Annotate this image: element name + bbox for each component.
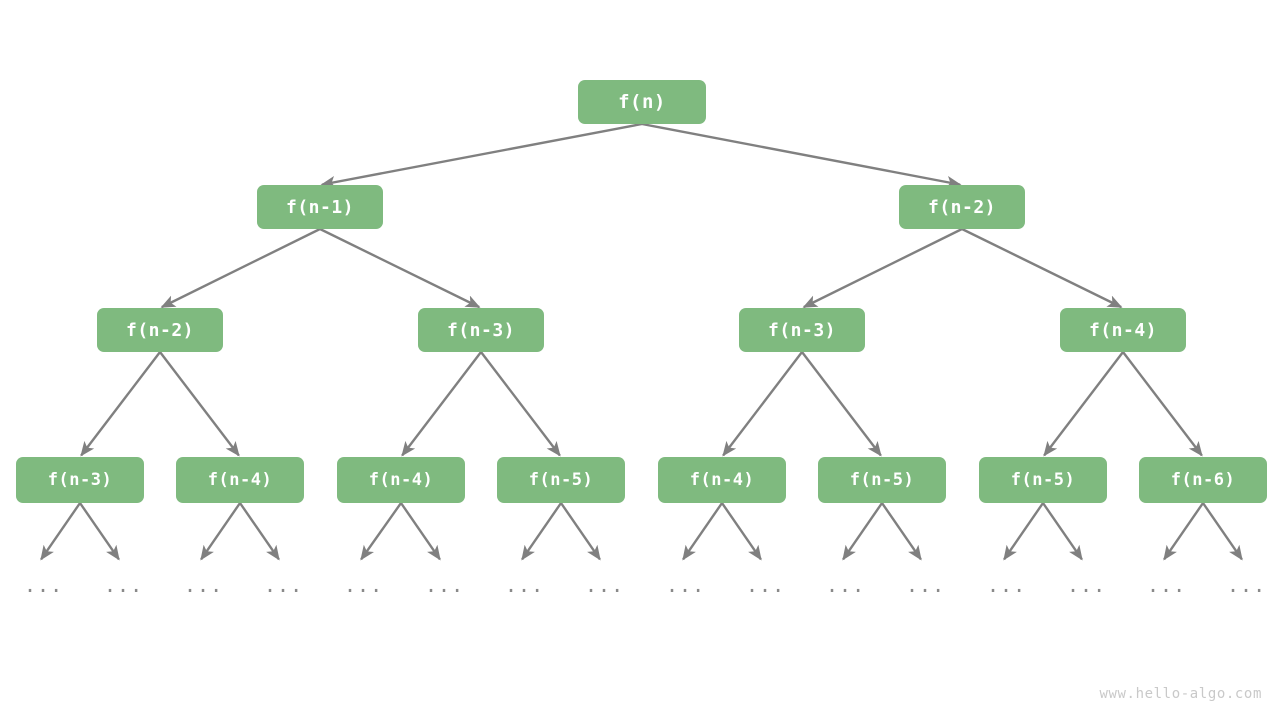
tree-node-n13: f(n-5) xyxy=(979,457,1107,503)
watermark: www.hello-algo.com xyxy=(1099,686,1262,702)
tree-edge-n9-ellipsis-5 xyxy=(400,502,441,561)
ellipsis-marker: ... xyxy=(505,573,545,597)
ellipsis-marker: ... xyxy=(104,573,144,597)
tree-node-n2: f(n-2) xyxy=(899,185,1025,229)
tree-edge-n11-ellipsis-9 xyxy=(721,502,762,561)
ellipsis-marker: ... xyxy=(987,573,1027,597)
tree-edge-n7-ellipsis-1 xyxy=(79,502,120,561)
tree-node-label: f(n-2) xyxy=(927,196,997,218)
tree-edge-n9-ellipsis-4 xyxy=(360,502,402,561)
tree-edge-n4-n9 xyxy=(401,351,482,457)
tree-edge-n5-n12 xyxy=(801,351,882,457)
tree-edge-n8-ellipsis-2 xyxy=(200,502,241,561)
tree-edge-n5-n11 xyxy=(722,351,803,457)
tree-node-n1: f(n-1) xyxy=(257,185,383,229)
tree-node-label: f(n-2) xyxy=(125,319,195,341)
tree-edge-n10-ellipsis-6 xyxy=(521,502,562,561)
ellipsis-marker: ... xyxy=(1227,573,1267,597)
ellipsis-marker: ... xyxy=(24,573,64,597)
tree-node-label: f(n-3) xyxy=(767,319,837,341)
tree-node-n4: f(n-3) xyxy=(418,308,544,352)
tree-edge-n0-n1 xyxy=(320,122,643,189)
tree-edge-n1-n3 xyxy=(160,227,321,309)
tree-node-label: f(n-4) xyxy=(689,470,755,490)
ellipsis-marker: ... xyxy=(826,573,866,597)
tree-node-label: f(n-6) xyxy=(1170,470,1236,490)
ellipsis-marker: ... xyxy=(746,573,786,597)
tree-node-label: f(n-4) xyxy=(1088,319,1158,341)
tree-node-label: f(n) xyxy=(618,91,666,113)
tree-node-n5: f(n-3) xyxy=(739,308,865,352)
tree-edge-n2-n6 xyxy=(961,227,1123,309)
ellipsis-marker: ... xyxy=(184,573,224,597)
tree-node-n10: f(n-5) xyxy=(497,457,625,503)
tree-edge-n13-ellipsis-12 xyxy=(1003,502,1044,561)
tree-node-label: f(n-5) xyxy=(1010,470,1076,490)
tree-node-label: f(n-1) xyxy=(285,196,355,218)
tree-node-label: f(n-5) xyxy=(849,470,915,490)
tree-node-n9: f(n-4) xyxy=(337,457,465,503)
tree-edge-n8-ellipsis-3 xyxy=(239,502,280,561)
tree-edge-n10-ellipsis-7 xyxy=(560,502,601,561)
tree-node-n8: f(n-4) xyxy=(176,457,304,503)
tree-node-label: f(n-5) xyxy=(528,470,594,490)
tree-node-label: f(n-4) xyxy=(368,470,434,490)
tree-node-n14: f(n-6) xyxy=(1139,457,1267,503)
tree-edge-n2-n5 xyxy=(802,227,963,309)
tree-edge-n12-ellipsis-11 xyxy=(881,502,922,561)
ellipsis-marker: ... xyxy=(344,573,384,597)
tree-edge-n13-ellipsis-13 xyxy=(1042,502,1083,561)
ellipsis-marker: ... xyxy=(425,573,465,597)
tree-edge-n1-n4 xyxy=(319,227,481,309)
tree-edge-n14-ellipsis-15 xyxy=(1202,502,1243,561)
ellipsis-marker: ... xyxy=(666,573,706,597)
ellipsis-marker: ... xyxy=(1067,573,1107,597)
tree-edge-n0-n2 xyxy=(641,122,962,189)
tree-node-n7: f(n-3) xyxy=(16,457,144,503)
tree-node-n3: f(n-2) xyxy=(97,308,223,352)
tree-node-label: f(n-3) xyxy=(446,319,516,341)
tree-edge-n7-ellipsis-0 xyxy=(40,502,81,561)
tree-node-n0: f(n) xyxy=(578,80,706,124)
tree-edge-n14-ellipsis-14 xyxy=(1163,502,1204,561)
tree-edge-n3-n7 xyxy=(80,351,161,457)
ellipsis-marker: ... xyxy=(585,573,625,597)
tree-edge-n4-n10 xyxy=(480,351,561,457)
tree-edge-n12-ellipsis-10 xyxy=(842,502,883,561)
tree-edge-n6-n14 xyxy=(1122,351,1203,457)
tree-edge-n6-n13 xyxy=(1043,351,1124,457)
tree-node-n11: f(n-4) xyxy=(658,457,786,503)
ellipsis-marker: ... xyxy=(1147,573,1187,597)
tree-node-n12: f(n-5) xyxy=(818,457,946,503)
tree-edge-n3-n8 xyxy=(159,351,240,457)
tree-node-n6: f(n-4) xyxy=(1060,308,1186,352)
ellipsis-marker: ... xyxy=(264,573,304,597)
tree-node-label: f(n-3) xyxy=(47,470,113,490)
tree-edge-n11-ellipsis-8 xyxy=(682,502,723,561)
tree-node-label: f(n-4) xyxy=(207,470,273,490)
ellipsis-marker: ... xyxy=(906,573,946,597)
